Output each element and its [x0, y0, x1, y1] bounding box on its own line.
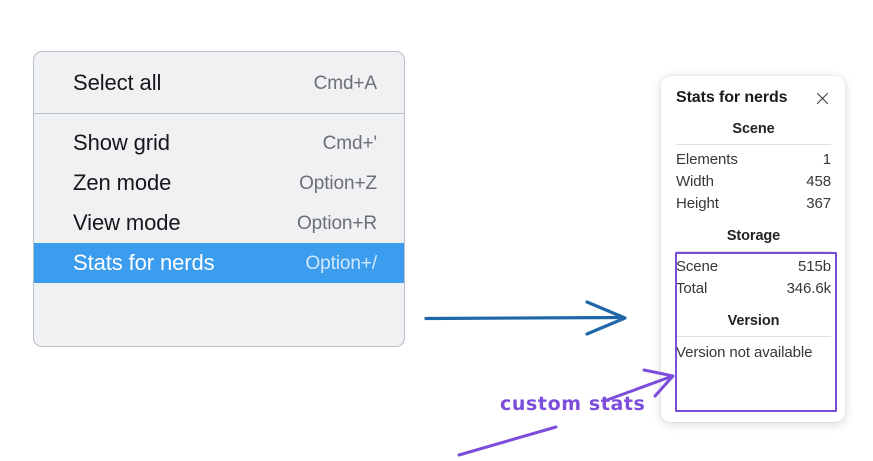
stats-row-label: Elements: [676, 150, 738, 168]
stats-for-nerds-panel: Stats for nerds Scene Elements 1 Width 4…: [661, 76, 845, 422]
menu-item-label: Select all: [73, 70, 162, 95]
section-divider: [676, 251, 831, 252]
menu-separator: [34, 113, 404, 114]
stats-row-label: Height: [676, 194, 719, 212]
menu-item-shortcut: Option+/: [305, 252, 377, 274]
menu-item-shortcut: Cmd+': [322, 132, 377, 154]
stats-row-value: 515b: [798, 257, 831, 275]
menu-item-shortcut: Option+Z: [299, 172, 377, 194]
menu-group-top: Select all Cmd+A: [34, 52, 404, 113]
menu-footer-spacer: [34, 283, 404, 300]
section-divider: [676, 144, 831, 145]
stats-row-width: Width 458: [676, 170, 831, 192]
menu-item-label: Show grid: [73, 130, 170, 155]
menu-item-select-all[interactable]: Select all Cmd+A: [34, 63, 404, 103]
section-divider: [676, 336, 831, 337]
close-icon[interactable]: [814, 90, 831, 107]
section-heading-storage: Storage: [726, 228, 781, 244]
stats-panel-body: Scene Elements 1 Width 458 Height 367 St…: [661, 107, 845, 363]
menu-item-label: Stats for nerds: [73, 250, 215, 275]
purple-underline: [457, 425, 558, 457]
menu-item-view-mode[interactable]: View mode Option+R: [34, 203, 404, 243]
custom-stats-annotation-label: custom stats: [500, 393, 646, 415]
stats-row-storage-scene: Scene 515b: [676, 255, 831, 277]
version-text: Version not available: [676, 344, 813, 361]
menu-group-main: Show grid Cmd+' Zen mode Option+Z View m…: [34, 114, 404, 300]
menu-item-shortcut: Cmd+A: [313, 72, 377, 94]
stats-panel-title: Stats for nerds: [676, 89, 788, 106]
section-heading-version: Version: [727, 313, 780, 329]
menu-item-shortcut: Option+R: [297, 212, 377, 234]
menu-item-zen-mode[interactable]: Zen mode Option+Z: [34, 163, 404, 203]
stats-row-label: Width: [676, 172, 714, 190]
menu-item-show-grid[interactable]: Show grid Cmd+': [34, 123, 404, 163]
stats-row-value: 458: [806, 172, 831, 190]
stats-row-storage-total: Total 346.6k: [676, 277, 831, 299]
stats-row-value: 367: [806, 194, 831, 212]
stats-row-elements: Elements 1: [676, 148, 831, 170]
stats-row-value: 346.6k: [786, 279, 832, 297]
section-heading-scene: Scene: [732, 121, 775, 137]
blue-arrow: [424, 300, 627, 336]
stats-row-label: Total: [676, 279, 708, 297]
menu-item-label: Zen mode: [73, 170, 172, 195]
stats-row-value: 1: [822, 150, 831, 168]
stats-row-label: Scene: [676, 257, 719, 275]
menu-item-stats-for-nerds[interactable]: Stats for nerds Option+/: [34, 243, 404, 283]
stats-row-height: Height 367: [676, 192, 831, 214]
context-menu[interactable]: Select all Cmd+A Show grid Cmd+' Zen mod…: [33, 51, 405, 347]
menu-item-label: View mode: [73, 210, 181, 235]
stats-panel-header: Stats for nerds: [661, 76, 845, 107]
